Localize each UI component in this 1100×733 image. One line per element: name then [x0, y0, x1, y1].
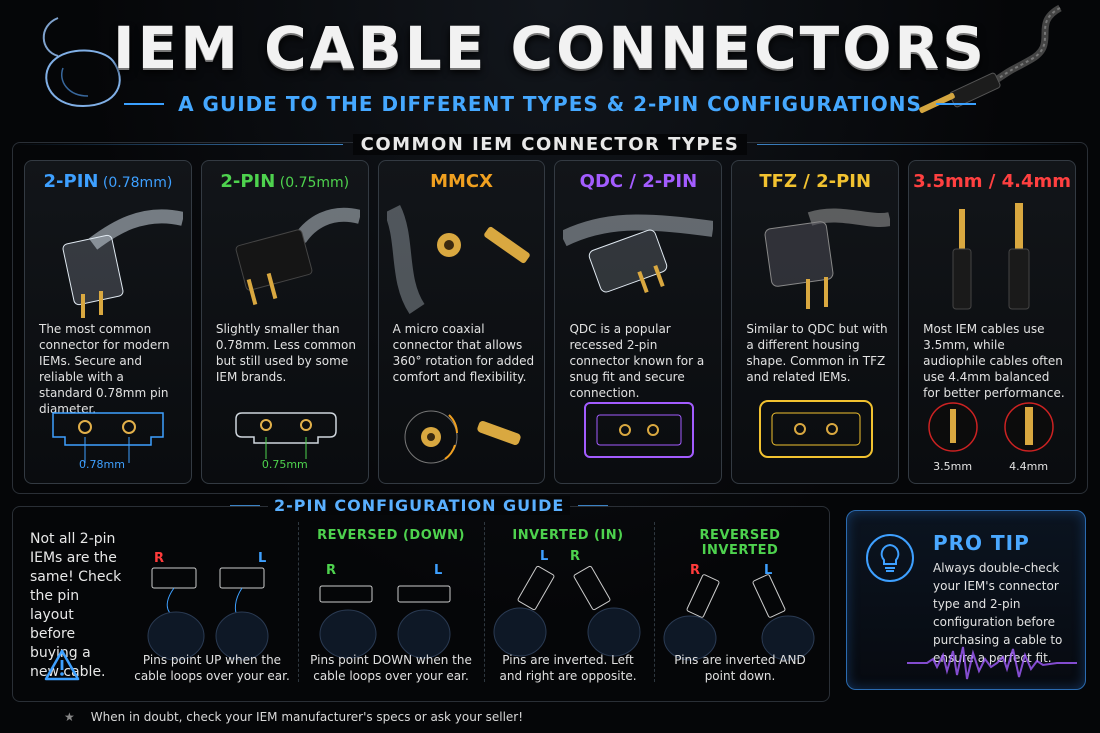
card-description: QDC is a popular recessed 2-pin connecto… — [569, 322, 705, 400]
card-title-main: 2-PIN — [43, 171, 99, 192]
config-head: INVERTED (IN) — [512, 528, 624, 543]
footnote: ★ When in doubt, check your IEM manufact… — [64, 710, 523, 724]
card-title-sub: (0.78mm) — [98, 175, 173, 191]
connector-types-heading: COMMON IEM CONNECTOR TYPES — [352, 134, 748, 155]
2pin-connector-icon — [62, 209, 183, 318]
card-description: A micro coaxial connector that allows 36… — [392, 322, 535, 384]
card-title: 2-PIN (0.75mm) — [202, 171, 368, 192]
mmcx-connector-icon — [386, 204, 530, 314]
pin-size-label: 0.75mm — [261, 458, 308, 471]
card-title-main: MMCX — [430, 171, 494, 192]
connector-cards: 2-PIN (0.78mm) The most common connector… — [24, 160, 1076, 484]
card-title-main: 2-PIN — [220, 171, 276, 192]
card-title: QDC / 2-PIN — [555, 171, 721, 192]
config-heading: 2-PIN CONFIGURATION GUIDE — [268, 496, 571, 515]
earpieces-icon: R L — [663, 563, 815, 661]
divider — [578, 505, 609, 506]
tfz-connector-icon — [764, 208, 891, 309]
config-caption: Pins are inverted. Left and right are op… — [499, 653, 637, 683]
config-heading-row: 2-PIN CONFIGURATION GUIDE — [230, 496, 630, 515]
channel-label-right: L — [258, 551, 266, 566]
card-qdc: QDC / 2-PIN QDC is a popular recessed 2-… — [554, 160, 723, 484]
column-divider — [654, 522, 655, 682]
qdc-connector-icon — [563, 214, 714, 294]
card-description: Slightly smaller than 0.78mm. Less commo… — [215, 322, 356, 384]
channel-label-left: L — [540, 549, 548, 564]
footnote-text: When in doubt, check your IEM manufactur… — [90, 710, 524, 724]
pro-tip-title: PRO TIP — [933, 531, 1030, 555]
card-2pin-075: 2-PIN (0.75mm) Slightly smaller than 0.7… — [200, 160, 369, 484]
earpieces-icon: R L — [147, 551, 269, 661]
card-jacks: 3.5mm / 4.4mm Most IEM cables use 3.5mm,… — [908, 160, 1076, 484]
config-head: REVERSED INVERTED — [699, 528, 781, 558]
config-caption: Pins point DOWN when the cable loops ove… — [310, 653, 472, 683]
card-description: Similar to QDC but with a different hous… — [746, 322, 888, 384]
divider — [124, 103, 165, 105]
lightbulb-icon — [866, 534, 914, 582]
channel-label-left: R — [326, 563, 336, 578]
config-inverted: INVERTED (IN) L R Pins are inverted. Lef… — [490, 522, 646, 692]
warning-icon — [44, 649, 80, 681]
channel-label-right: L — [764, 563, 772, 578]
config-caption: Pins are inverted AND point down. — [674, 653, 806, 683]
config-reversed: REVERSED (DOWN) R L Pins point DOWN when… — [306, 522, 476, 692]
2pin-connector-icon — [235, 207, 360, 306]
card-tfz: TFZ / 2-PIN Similar to QDC but with a di… — [731, 160, 900, 484]
page-title: IEM CABLE CONNECTORS — [113, 14, 987, 82]
card-title-sub: (0.75mm) — [275, 175, 350, 191]
card-title: TFZ / 2-PIN — [732, 171, 898, 192]
pin-diagram-icon — [52, 412, 164, 463]
card-title-main: TFZ / 2-PIN — [759, 171, 872, 192]
subtitle-row: A GUIDE TO THE DIFFERENT TYPES & 2-PIN C… — [0, 92, 1100, 116]
plug-size-label-44: 4.4mm — [1009, 460, 1049, 473]
divider — [935, 103, 976, 105]
sound-wave-icon — [907, 646, 1077, 680]
card-title: 3.5mm / 4.4mm — [909, 171, 1075, 192]
pin-diagram-icon — [584, 402, 695, 458]
rotation-diagram-icon — [404, 410, 521, 464]
channel-label-left: R — [154, 551, 164, 566]
pro-tip-box: PRO TIP Always double-check your IEM's c… — [846, 510, 1086, 690]
card-title-main: QDC / 2-PIN — [579, 171, 698, 192]
connector-types-heading-row: COMMON IEM CONNECTOR TYPES — [12, 134, 1089, 155]
pin-size-label: 0.78mm — [79, 458, 125, 471]
config-head: REVERSED (DOWN) — [317, 528, 465, 543]
page-subtitle: A GUIDE TO THE DIFFERENT TYPES & 2-PIN C… — [178, 92, 922, 116]
plug-tips-icon — [928, 402, 1054, 452]
divider — [757, 144, 1089, 145]
card-title-main: 3.5mm / 4.4mm — [913, 171, 1071, 192]
plug-size-label-35: 3.5mm — [933, 460, 973, 473]
channel-label-left: R — [690, 563, 700, 578]
star-icon: ★ — [64, 710, 75, 724]
pro-tip-text: Always double-check your IEM's connector… — [933, 561, 1063, 665]
card-title: 2-PIN (0.78mm) — [25, 171, 191, 192]
channel-label-right: R — [570, 549, 580, 564]
audio-plugs-icon — [952, 203, 1030, 310]
pin-diagram-icon — [759, 400, 874, 458]
config-reversed-inverted: REVERSED INVERTED R L Pins are inverted … — [660, 522, 820, 692]
column-divider — [298, 522, 299, 682]
card-mmcx: MMCX A micro coaxial connector that allo… — [377, 160, 546, 484]
earbud-outline-icon — [42, 17, 121, 108]
column-divider — [484, 522, 485, 682]
card-title: MMCX — [379, 171, 545, 192]
pin-diagram-icon — [235, 412, 337, 459]
earpieces-icon: R L — [319, 563, 451, 659]
divider — [230, 505, 260, 506]
earpieces-icon: L R — [493, 549, 641, 657]
config-caption: Pins point UP when the cable loops over … — [134, 653, 290, 683]
divider — [12, 144, 343, 145]
card-2pin-078: 2-PIN (0.78mm) The most common connector… — [24, 160, 192, 484]
config-standard: R L Pins point UP when the cable loops o… — [134, 522, 290, 692]
card-description: Most IEM cables use 3.5mm, while audioph… — [923, 322, 1065, 400]
channel-label-right: L — [434, 563, 442, 578]
